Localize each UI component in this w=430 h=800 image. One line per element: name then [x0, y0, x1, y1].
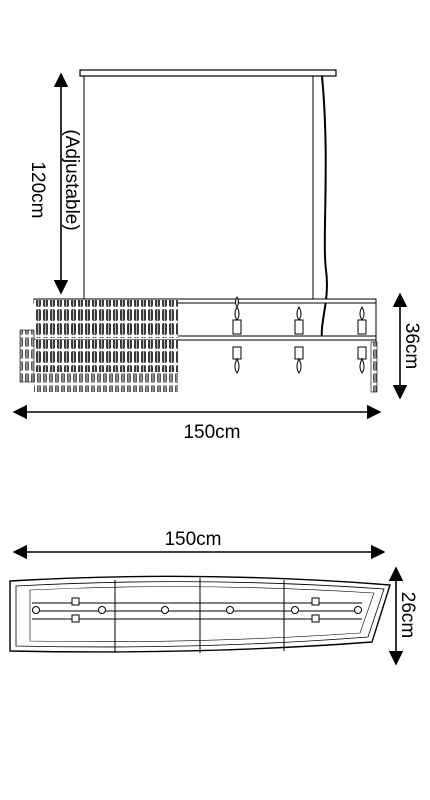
segment-dividers — [114, 578, 285, 653]
crystal-curtain-end — [19, 329, 35, 383]
top-outline-inner-2 — [29, 586, 375, 642]
side-view: 120cm (Adjustable) 36cm 150cm — [12, 69, 422, 443]
crystal-tail — [370, 341, 378, 393]
mounting-points — [32, 597, 362, 623]
body-height-dimension-label: 36cm — [401, 323, 422, 369]
top-view: 150cm 26cm — [9, 529, 418, 666]
height-adjustable-note: (Adjustable) — [61, 129, 82, 230]
ceiling-canopy — [79, 69, 337, 77]
height-dimension-label: 120cm — [27, 161, 48, 218]
crystal-curtain-lower-row — [34, 372, 178, 392]
top-width-dimension-label: 150cm — [164, 529, 221, 550]
depth-dimension-label: 26cm — [397, 592, 418, 638]
power-cord — [320, 75, 328, 341]
candle-bulbs — [232, 296, 367, 374]
crystal-curtain-upper — [34, 300, 178, 338]
side-width-dimension-label: 150cm — [183, 422, 240, 443]
top-outline-inner — [15, 581, 385, 648]
